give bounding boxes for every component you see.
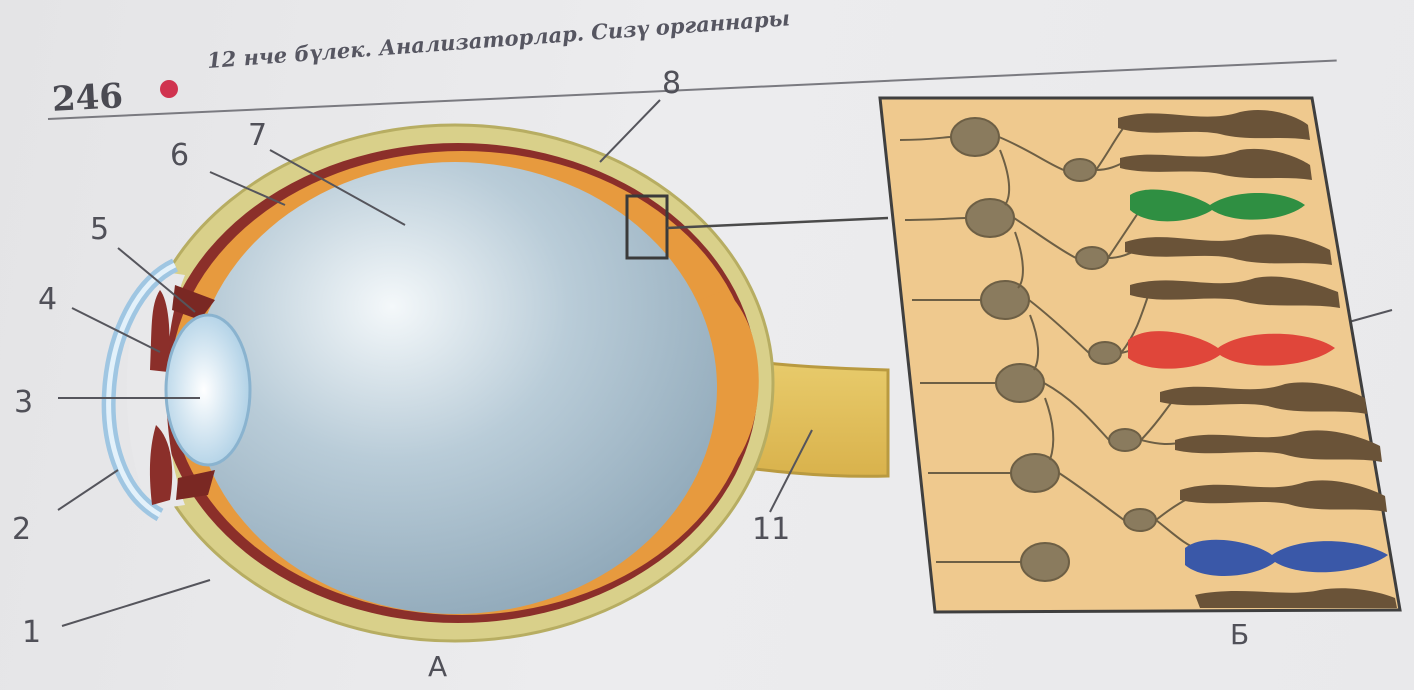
caption-a: А	[428, 650, 447, 683]
label-2: 2	[12, 512, 31, 547]
label-4: 4	[38, 282, 57, 317]
label-6: 6	[170, 138, 189, 173]
label-7: 7	[248, 118, 267, 153]
retina-detail-panel	[880, 98, 1400, 612]
label-8: 8	[662, 66, 681, 101]
label-3: 3	[14, 385, 33, 420]
label-5: 5	[90, 212, 109, 247]
label-1: 1	[22, 615, 41, 650]
caption-b: Б	[1230, 618, 1249, 651]
label-11: 11	[752, 512, 790, 547]
lens	[166, 315, 250, 465]
vitreous-body	[193, 162, 717, 614]
